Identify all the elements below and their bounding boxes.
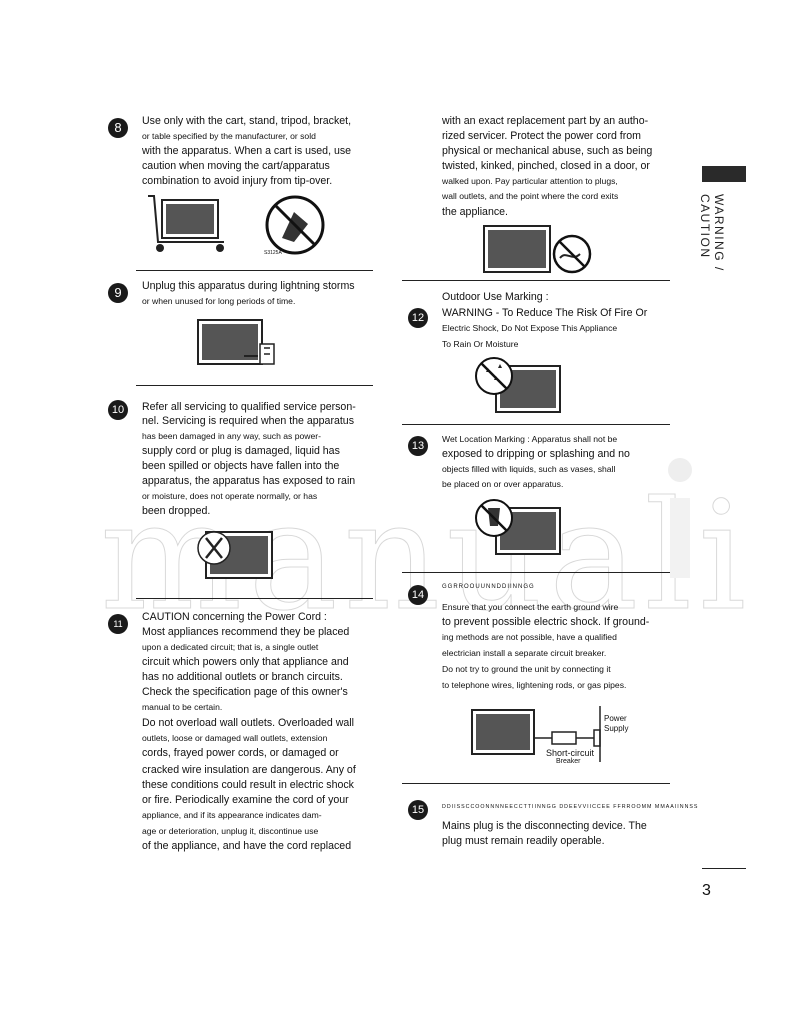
item-text: Most appliances recommend they be placed: [142, 626, 350, 638]
figure-label-short-circuit: Short-circuit: [546, 748, 595, 758]
item-text: Ensure that you connect the earth ground…: [442, 602, 619, 612]
item-text: to telephone wires, lightening rods, or …: [442, 680, 627, 690]
item-text: of the appliance, and have the cord repl…: [142, 840, 352, 852]
item-text: electrician install a separate circuit b…: [442, 648, 607, 658]
item-text: or when unused for long periods of time.: [142, 296, 296, 306]
power-cord-tv-icon: [483, 225, 592, 274]
item-text: wall outlets, and the point where the co…: [442, 191, 619, 201]
item-text: caution when moving the cart/apparatus: [142, 160, 330, 172]
item-number-badge: 8: [108, 118, 128, 138]
sidebar-label: WARNING / CAUTION: [698, 194, 726, 272]
tip-over-warning-icon: [265, 195, 325, 255]
item-text: Outdoor Use Marking :: [442, 291, 549, 303]
item-number-badge: 9: [108, 283, 128, 303]
item-text: with the apparatus. When a cart is used,…: [142, 145, 352, 157]
item-text: age or deterioration, unplug it, discont…: [142, 826, 319, 836]
item-text: objects filled with liquids, such as vas…: [442, 464, 616, 474]
item-text: WARNING - To Reduce The Risk Of Fire Or: [442, 307, 648, 319]
item-text: Do not overload wall outlets. Overloaded…: [142, 717, 354, 729]
item-text: or moisture, does not operate normally, …: [142, 491, 318, 501]
item-text: or fire. Periodically examine the cord o…: [142, 794, 349, 806]
item-text: cracked wire insulation are dangerous. A…: [142, 764, 356, 776]
item-text: these conditions could result in electri…: [142, 779, 354, 791]
item-text: be placed on or over apparatus.: [442, 479, 564, 489]
item-text: CAUTION concerning the Power Cord :: [142, 611, 327, 623]
item-number-badge: 14: [408, 585, 428, 605]
item-text: apparatus, the apparatus has exposed to …: [142, 475, 356, 487]
service-tools-tv-icon: [197, 531, 273, 579]
item-text: Wet Location Marking : Apparatus shall n…: [442, 434, 618, 444]
item-text: manual to be certain.: [142, 702, 223, 712]
item-number-badge: 13: [408, 436, 428, 456]
ground-breaker-diagram: [471, 706, 601, 762]
sidebar-tab: [702, 166, 746, 182]
watermark-dot: [668, 458, 692, 482]
item-text: Mains plug is the disconnecting device. …: [442, 820, 647, 832]
item-text: To Rain Or Moisture: [442, 339, 519, 349]
item-text: supply cord or plug is damaged, liquid h…: [142, 445, 340, 457]
divider: [402, 280, 670, 281]
vase-splash-tv-icon: [475, 499, 561, 555]
item-text: nel. Servicing is required when the appa…: [142, 415, 354, 427]
item-number-badge: 12: [408, 308, 428, 328]
item-text: twisted, kinked, pinched, closed in a do…: [442, 160, 650, 172]
figure-label-supply: Supply: [604, 724, 629, 733]
divider: [402, 424, 670, 425]
divider: [402, 572, 670, 573]
item-text: Unplug this apparatus during lightning s…: [142, 280, 355, 292]
item-text: Use only with the cart, stand, tripod, b…: [142, 115, 352, 127]
item-number-badge: 11: [108, 614, 128, 634]
watermark-bar: [670, 498, 690, 578]
item-text: been spilled or objects have fallen into…: [142, 460, 340, 472]
cart-tv-icon: [148, 195, 224, 252]
item-text: Refer all servicing to qualified service…: [142, 401, 356, 413]
figure-label: S3125A: [264, 250, 282, 256]
item-text: has been damaged in any way, such as pow…: [142, 431, 321, 441]
item-text: been dropped.: [142, 505, 211, 517]
item-text: Do not try to ground the unit by connect…: [442, 664, 611, 674]
item-number-badge: 10: [108, 400, 128, 420]
item-text: cords, frayed power cords, or damaged or: [142, 747, 339, 759]
item-text: appliance, and if its appearance indicat…: [142, 810, 322, 820]
item-text: plug must remain readily operable.: [442, 835, 605, 847]
divider: [136, 385, 373, 386]
item-text: with an exact replacement part by an aut…: [442, 115, 649, 127]
page-number: 3: [702, 882, 711, 899]
section-header: GGRROOUUNNDDIINNGG: [442, 584, 535, 590]
divider: [402, 783, 670, 784]
unplug-tv-icon: [197, 319, 275, 365]
item-text: ing methods are not possible, have a qua…: [442, 632, 617, 642]
item-text: exposed to dripping or splashing and no: [442, 448, 630, 460]
item-text: has no additional outlets or branch circ…: [142, 671, 343, 683]
item-text: walked upon. Pay particular attention to…: [442, 176, 618, 186]
item-number-badge: 15: [408, 800, 428, 820]
footer-rule: [702, 868, 746, 869]
item-text: Electric Shock, Do Not Expose This Appli…: [442, 323, 618, 333]
item-text: or table specified by the manufacturer, …: [142, 131, 316, 141]
figure-label-power: Power: [604, 714, 627, 723]
item-text: rized servicer. Protect the power cord f…: [442, 130, 641, 142]
item-text: physical or mechanical abuse, such as be…: [442, 145, 653, 157]
item-text: outlets, loose or damaged wall outlets, …: [142, 733, 328, 743]
item-text: combination to avoid injury from tip-ove…: [142, 175, 333, 187]
item-text: Check the specification page of this own…: [142, 686, 348, 698]
item-text: upon a dedicated circuit; that is, a sin…: [142, 642, 319, 652]
section-header: DDIISSCCOONNNNEECCTTIINNGG DDEEVVIICCEE …: [442, 804, 699, 810]
figure-label-breaker: Breaker: [556, 758, 581, 765]
rain-moisture-tv-icon: [475, 357, 561, 413]
item-text: the appliance.: [442, 206, 508, 218]
divider: [136, 270, 373, 271]
item-text: circuit which powers only that appliance…: [142, 656, 349, 668]
item-text: to prevent possible electric shock. If g…: [442, 616, 650, 628]
divider: [136, 598, 373, 599]
